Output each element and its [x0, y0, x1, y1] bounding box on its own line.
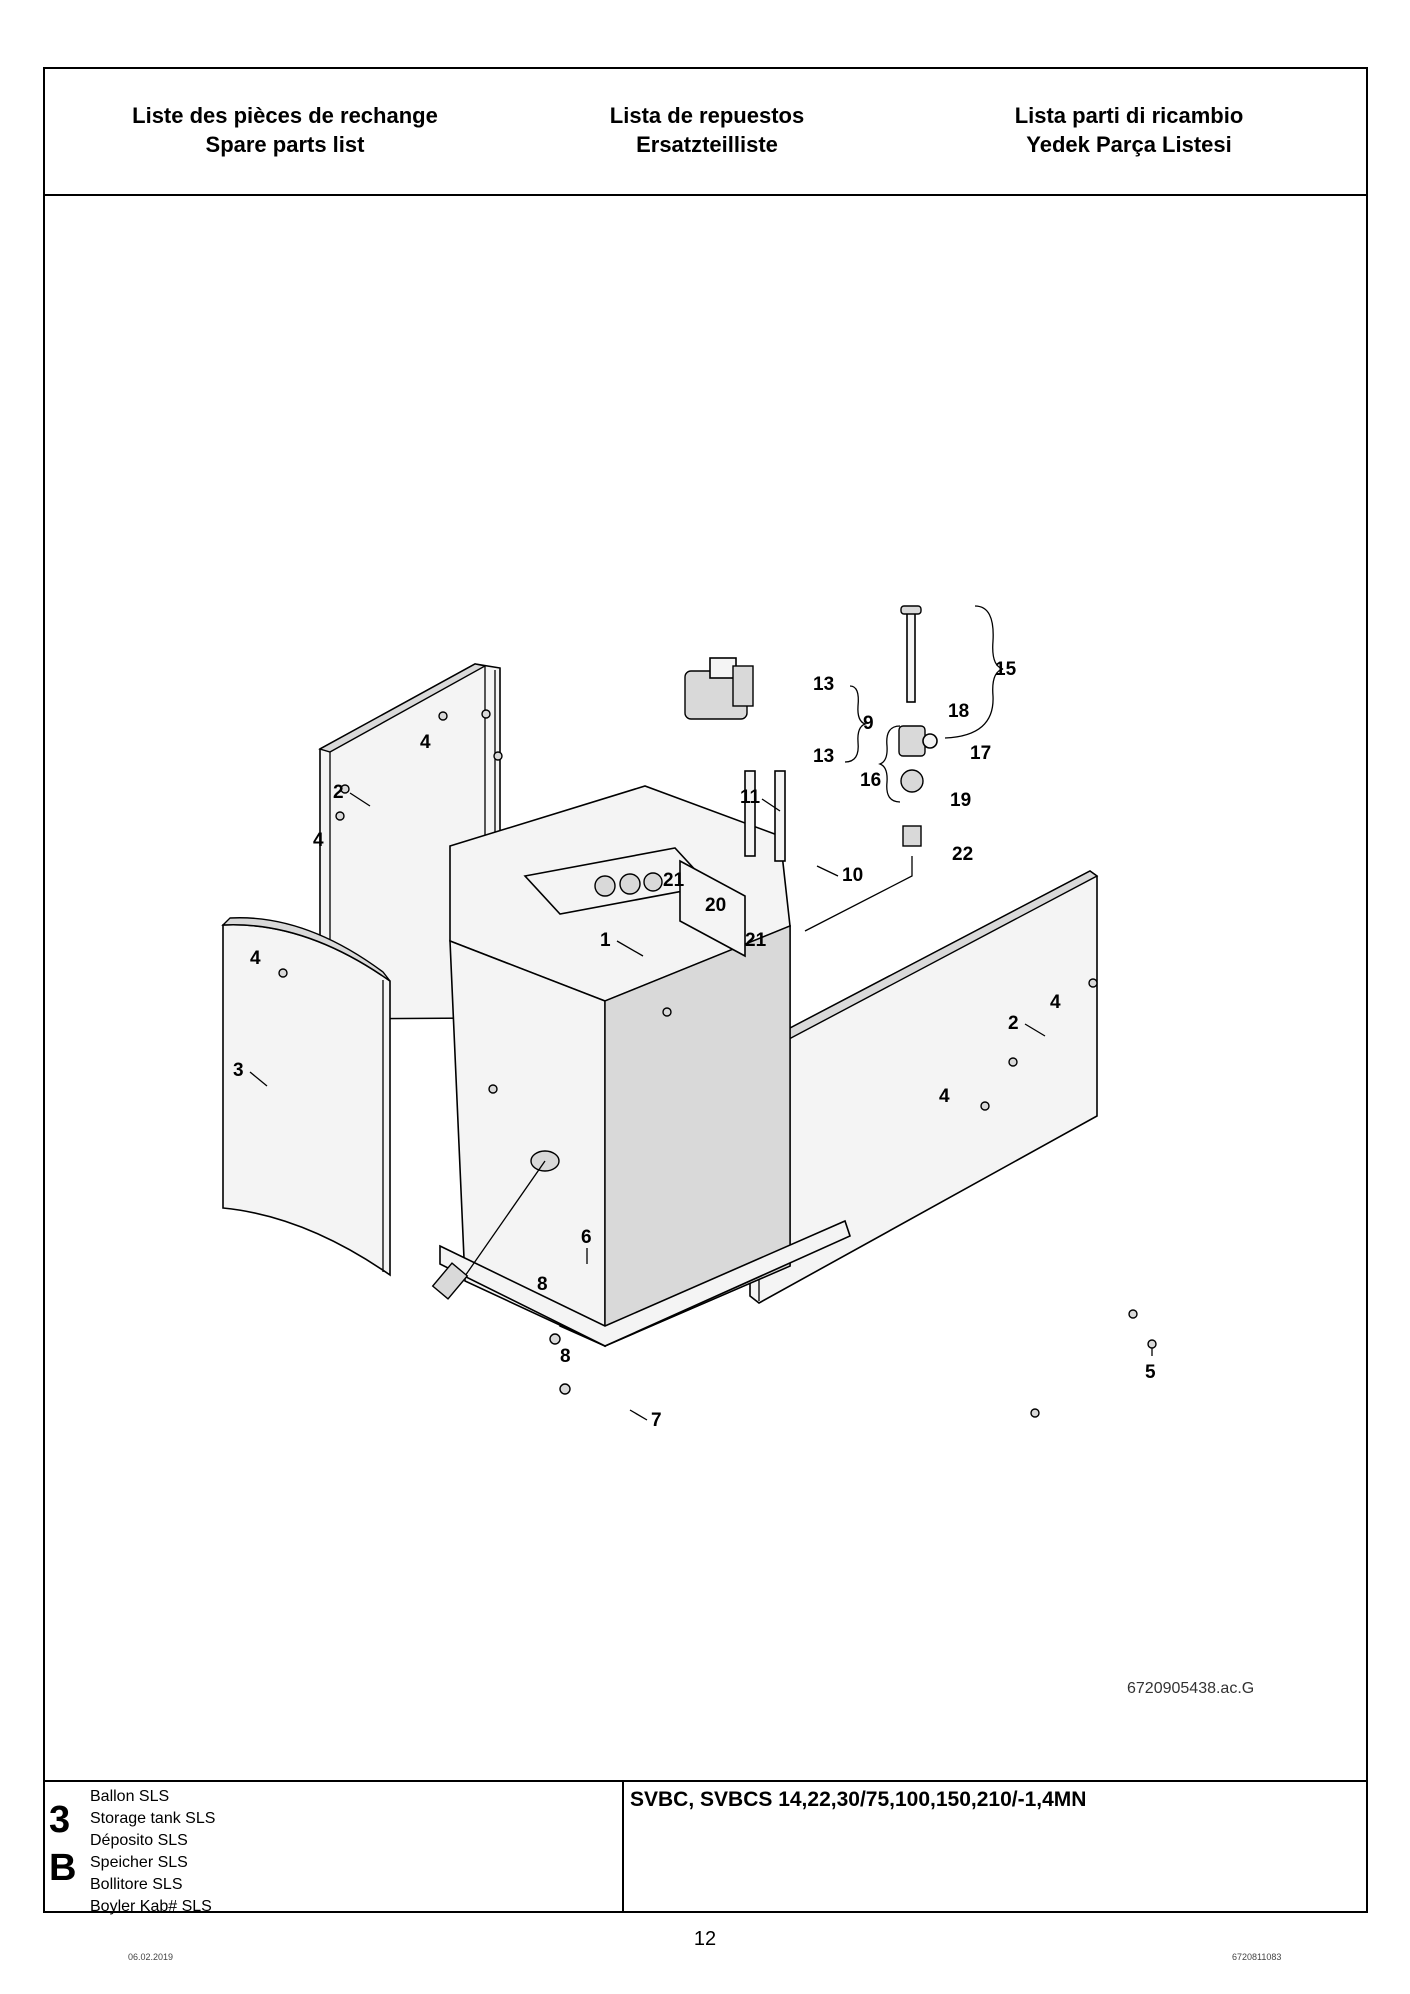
callout-13: 13: [813, 746, 834, 767]
section-title-fr: Ballon SLS: [90, 1788, 170, 1805]
header-title-tr: Yedek Parça Listesi: [1026, 132, 1232, 157]
header-title-it: Lista parti di ricambio: [1014, 103, 1244, 128]
callout-3: 3: [233, 1060, 244, 1081]
callout-1: 1: [600, 930, 611, 951]
callout-2: 2: [1008, 1013, 1019, 1034]
header-col-it-tr: Lista parti di ricambio Yedek Parça List…: [919, 101, 1339, 159]
drawing-reference: 6720905438.ac.G: [1127, 1680, 1255, 1697]
callout-4: 4: [250, 948, 261, 969]
callouts: 1 2 2 3 4 4 4 4 4 5 6 7 8 8: [233, 659, 1156, 1431]
front-panel: [221, 917, 391, 1277]
section-titles: Ballon SLS Storage tank SLS Déposito SLS…: [90, 1786, 215, 1918]
callout-4: 4: [313, 830, 324, 851]
callout-19: 19: [950, 790, 971, 811]
side-panel-right: [748, 870, 1099, 1304]
header-title-de: Ersatzteilliste: [636, 132, 778, 157]
callout-10: 10: [842, 865, 863, 886]
screws: [278, 709, 1157, 1418]
callout-21: 21: [663, 870, 685, 891]
document-code: 6720811083: [1232, 1952, 1282, 1962]
callout-11: 11: [740, 787, 761, 808]
callout-7: 7: [651, 1410, 662, 1431]
header-title-fr: Liste des pièces de rechange: [132, 103, 438, 128]
callout-22: 22: [952, 844, 973, 865]
callout-18: 18: [948, 701, 969, 722]
storage-tank: [431, 785, 851, 1348]
pump-assembly: [684, 657, 754, 720]
callout-8: 8: [560, 1346, 571, 1367]
section-title-it: Bollitore SLS: [90, 1876, 183, 1893]
header-col-es-de: Lista de repuestos Ersatzteilliste: [497, 101, 917, 159]
exploded-view-svg: 1 2 2 3 4 4 4 4 4 5 6 7 8 8: [221, 605, 1157, 1431]
callout-8: 8: [537, 1274, 548, 1295]
callout-15: 15: [995, 659, 1017, 680]
callout-2: 2: [333, 782, 344, 803]
callout-5: 5: [1145, 1362, 1156, 1383]
page-frame: Liste des pièces de rechange Spare parts…: [43, 67, 1368, 1915]
callout-16: 16: [860, 770, 881, 791]
print-date: 06.02.2019: [128, 1952, 174, 1962]
callout-4: 4: [939, 1086, 950, 1107]
callout-21: 21: [745, 930, 767, 951]
footer-table: 3 B Ballon SLS Storage tank SLS Déposito…: [45, 1780, 1366, 1915]
model-designation: SVBC, SVBCS 14,22,30/75,100,150,210/-1,4…: [630, 1788, 1087, 1811]
section-number: 3: [49, 1799, 71, 1841]
section-title-tr: Boyler Kab# SLS: [90, 1898, 212, 1915]
callout-20: 20: [705, 895, 726, 916]
header-title-es: Lista de repuestos: [609, 103, 805, 128]
pipes: [744, 605, 938, 932]
section-title-es: Déposito SLS: [90, 1832, 188, 1849]
header: Liste des pièces de rechange Spare parts…: [45, 69, 1366, 196]
section-letter: B: [49, 1847, 77, 1889]
callout-13: 13: [813, 674, 834, 695]
page-number: 12: [693, 1928, 717, 1950]
footer-left-cell: 3 B Ballon SLS Storage tank SLS Déposito…: [45, 1782, 624, 1915]
callout-6: 6: [581, 1227, 592, 1248]
exploded-drawing: 1 2 2 3 4 4 4 4 4 5 6 7 8 8: [45, 196, 1366, 1780]
header-title-en: Spare parts list: [205, 132, 365, 157]
section-title-en: Storage tank SLS: [90, 1810, 216, 1827]
callout-9: 9: [863, 713, 874, 734]
header-col-fr-en: Liste des pièces de rechange Spare parts…: [75, 101, 495, 159]
section-title-de: Speicher SLS: [90, 1854, 188, 1871]
callout-17: 17: [970, 743, 991, 764]
callout-4: 4: [1050, 992, 1061, 1013]
callout-4: 4: [420, 732, 431, 753]
